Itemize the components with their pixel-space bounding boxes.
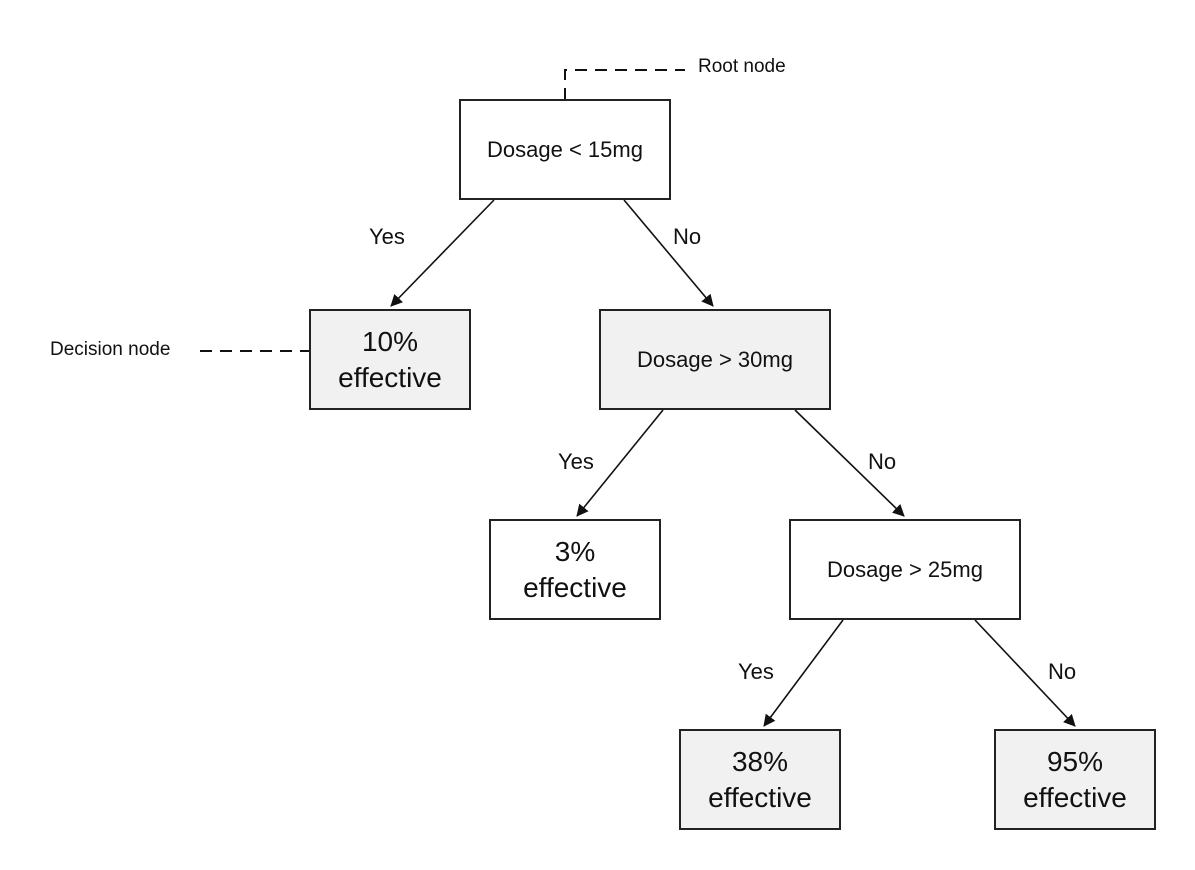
leaf-10-value: 10% — [361, 325, 419, 357]
edge-q30-yes-label: Yes — [558, 449, 594, 474]
edge-q25-no-arrow — [974, 619, 1076, 727]
root-node: Dosage < 15mg — [459, 99, 671, 200]
edge-q25-no-label: No — [1048, 659, 1077, 684]
leaf-3-unit: effective — [523, 571, 627, 603]
edge-root-yes-label: Yes — [369, 224, 405, 249]
edge-q25-yes-arrow — [763, 619, 844, 727]
leaf-95-unit: effective — [1023, 781, 1127, 813]
root-node-label: Dosage < 15mg — [487, 136, 643, 162]
leaf-95-effective: 95% effective — [994, 729, 1156, 830]
leaf-38-unit: effective — [708, 781, 812, 813]
leaf-3-value: 3% — [554, 535, 596, 567]
leaf-10-unit: effective — [338, 361, 442, 393]
edge-q30-no-arrow — [794, 409, 905, 517]
edge-q25-yes-label: Yes — [738, 659, 774, 684]
node-dosage-over-30: Dosage > 30mg — [599, 309, 831, 410]
root-node-annotation: Root node — [698, 56, 786, 77]
edge-root-yes-arrow — [390, 199, 495, 307]
decision-node-annotation: Decision node — [50, 339, 171, 360]
node-dosage-over-25: Dosage > 25mg — [789, 519, 1021, 620]
leaf-10-effective: 10% effective — [309, 309, 471, 410]
node-dosage-over-25-label: Dosage > 25mg — [827, 556, 983, 582]
root-annotation-leader — [564, 69, 685, 100]
edge-q30-no-label: No — [868, 449, 897, 474]
leaf-95-value: 95% — [1046, 745, 1104, 777]
leaf-38-effective: 38% effective — [679, 729, 841, 830]
node-dosage-over-30-label: Dosage > 30mg — [637, 346, 793, 372]
edge-root-no-label: No — [673, 224, 702, 249]
leaf-3-effective: 3% effective — [489, 519, 661, 620]
edge-root-no-arrow — [623, 199, 714, 307]
edge-q30-yes-arrow — [576, 409, 664, 517]
leaf-38-value: 38% — [731, 745, 789, 777]
